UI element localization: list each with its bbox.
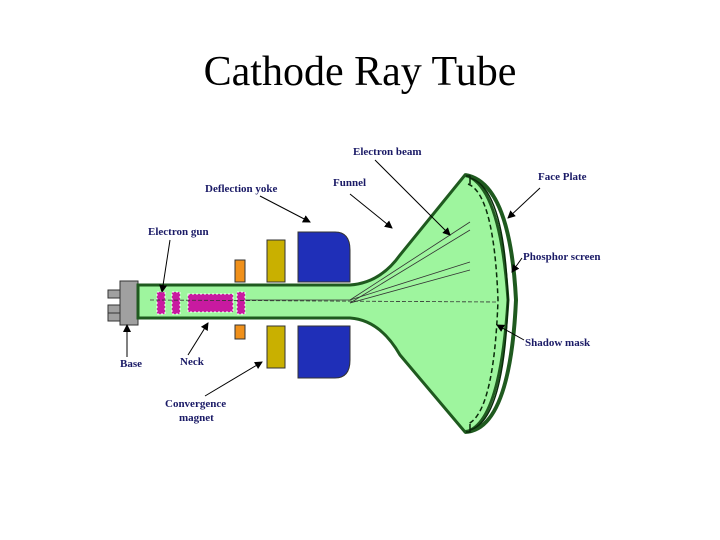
phosphor-screen xyxy=(469,177,509,431)
label-base: Base xyxy=(120,358,142,370)
label-convergence-magnet-line1: Convergence xyxy=(165,398,226,410)
label-convergence-magnet-line2: magnet xyxy=(179,412,214,424)
label-neck: Neck xyxy=(180,356,205,368)
base-connector xyxy=(107,280,139,326)
label-phosphor-screen: Phosphor screen xyxy=(523,251,601,263)
label-electron-beam: Electron beam xyxy=(353,146,422,158)
label-arrows xyxy=(123,159,541,397)
face-plate xyxy=(464,173,519,434)
convergence-magnet xyxy=(234,259,246,340)
label-deflection-yoke: Deflection yoke xyxy=(205,183,278,195)
label-face-plate: Face Plate xyxy=(538,171,587,183)
label-electron-gun: Electron gun xyxy=(148,226,209,238)
label-funnel: Funnel xyxy=(333,177,366,189)
page-title: Cathode Ray Tube xyxy=(203,49,517,95)
shadow-mask xyxy=(467,183,499,425)
label-shadow-mask: Shadow mask xyxy=(525,337,591,349)
deflection-yoke xyxy=(266,231,351,379)
